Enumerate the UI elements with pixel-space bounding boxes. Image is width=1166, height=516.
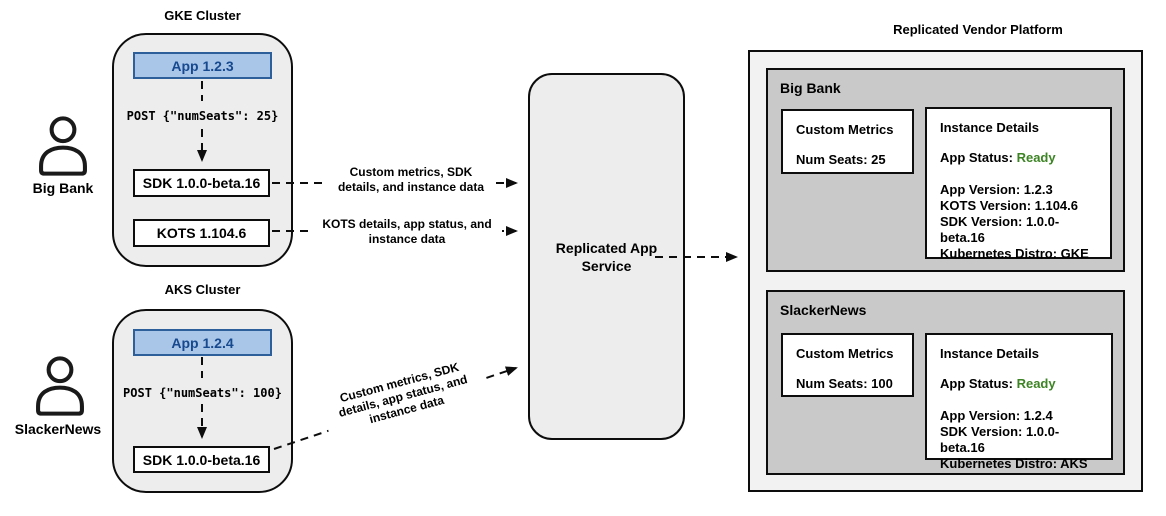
instance-detail-lines: App Version: 1.2.3 KOTS Version: 1.104.6…: [940, 182, 1097, 262]
replicated-app-service-box: Replicated App Service: [528, 73, 685, 440]
app-status-label: App Status:: [940, 376, 1013, 391]
detail-line: App Version: 1.2.4: [940, 408, 1053, 423]
detail-line: SDK Version: 1.0.0-beta.16: [940, 424, 1060, 455]
app-status-line: App Status: Ready: [940, 376, 1098, 392]
detail-line: App Version: 1.2.3: [940, 182, 1053, 197]
app-status-label: App Status:: [940, 150, 1013, 165]
panel-big-bank-title: Big Bank: [780, 80, 841, 96]
gke-cluster-title: GKE Cluster: [164, 8, 241, 23]
user-icon: [36, 356, 84, 416]
instance-detail-lines: App Version: 1.2.4 SDK Version: 1.0.0-be…: [940, 408, 1098, 472]
arrow-label-gke-kots: KOTS details, app status, and instance d…: [312, 216, 502, 248]
aks-post-label: POST {"numSeats": 100}: [123, 386, 282, 400]
instance-details-title: Instance Details: [940, 120, 1039, 135]
custom-metrics-title: Custom Metrics: [796, 346, 894, 361]
app-status-value: Ready: [1016, 150, 1056, 165]
gke-kots-node: KOTS 1.104.6: [133, 219, 270, 247]
detail-line: SDK Version: 1.0.0-beta.16: [940, 214, 1060, 245]
gke-sdk-label: SDK 1.0.0-beta.16: [142, 175, 261, 191]
replicated-app-service-label: Replicated App Service: [555, 239, 658, 274]
panel-slackernews-title: SlackerNews: [780, 302, 867, 318]
aks-app-label: App 1.2.4: [171, 334, 234, 351]
gke-app-node: App 1.2.3: [133, 52, 272, 79]
user-slackernews-label: SlackerNews: [14, 421, 102, 437]
slackernews-custom-metrics-card: Custom Metrics Num Seats: 100: [781, 333, 914, 397]
app-status-value: Ready: [1016, 376, 1056, 391]
panel-slackernews: SlackerNews Custom Metrics Num Seats: 10…: [766, 290, 1125, 475]
custom-metrics-title: Custom Metrics: [796, 122, 894, 137]
aks-sdk-node: SDK 1.0.0-beta.16: [133, 446, 270, 473]
big-bank-custom-metrics-card: Custom Metrics Num Seats: 25: [781, 109, 914, 174]
detail-line: KOTS Version: 1.104.6: [940, 198, 1079, 213]
platform-title: Replicated Vendor Platform: [893, 22, 1063, 37]
detail-line: Kubernetes Distro: AKS: [940, 456, 1088, 471]
app-status-line: App Status: Ready: [940, 150, 1097, 166]
num-seats-value: Num Seats: 100: [796, 376, 893, 391]
slackernews-instance-details-card: Instance Details App Status: Ready App V…: [925, 333, 1113, 471]
user-big-bank-label: Big Bank: [32, 180, 94, 196]
arrow-label-aks-sdk: Custom metrics, SDK details, app status,…: [319, 353, 487, 439]
user-icon: [39, 116, 87, 176]
gke-post-label: POST {"numSeats": 25}: [126, 109, 279, 123]
arrow-label-gke-sdk: Custom metrics, SDK details, and instanc…: [328, 164, 494, 196]
aks-sdk-label: SDK 1.0.0-beta.16: [142, 451, 261, 468]
num-seats-value: Num Seats: 25: [796, 152, 886, 167]
panel-big-bank: Big Bank Custom Metrics Num Seats: 25 In…: [766, 68, 1125, 272]
gke-sdk-node: SDK 1.0.0-beta.16: [133, 169, 270, 197]
detail-line: Kubernetes Distro: GKE: [940, 246, 1089, 261]
aks-app-node: App 1.2.4: [133, 329, 272, 356]
instance-details-title: Instance Details: [940, 346, 1039, 361]
big-bank-instance-details-card: Instance Details App Status: Ready App V…: [925, 107, 1112, 262]
gke-kots-label: KOTS 1.104.6: [156, 225, 247, 241]
gke-app-label: App 1.2.3: [171, 57, 234, 74]
aks-cluster-title: AKS Cluster: [164, 282, 241, 297]
